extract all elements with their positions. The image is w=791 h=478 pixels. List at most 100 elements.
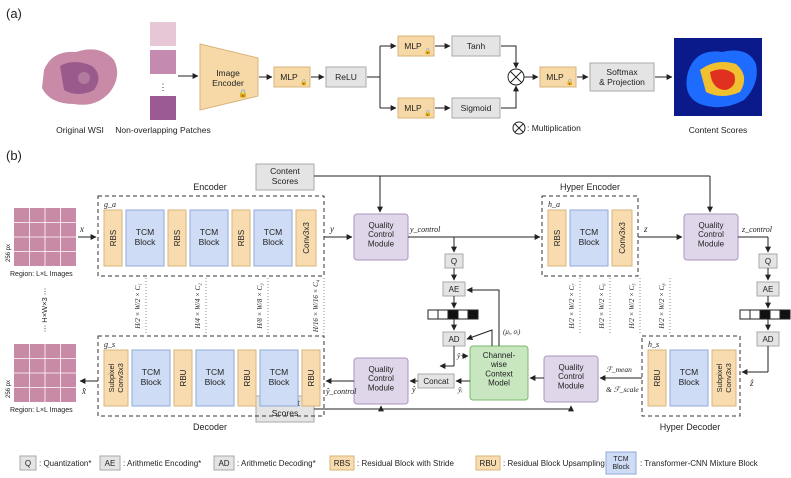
input-image-grid <box>14 208 76 266</box>
patches-caption: Non-overlapping Patches <box>115 125 210 135</box>
legend-rbu-label: : Residual Block Upsampling <box>503 459 605 468</box>
sigmoid-label: Sigmoid <box>461 103 492 113</box>
multiply-icon <box>512 121 526 135</box>
output-image-grid <box>14 344 76 402</box>
svg-text:RBU: RBU <box>243 369 252 386</box>
subpixel-conv-block: Subpixel Conv3x3 <box>103 349 129 407</box>
wsi-thumbnail <box>34 42 122 116</box>
softmax-block <box>589 62 655 92</box>
rbs-block: RBS <box>231 209 251 267</box>
lock-icon: 🔒 <box>566 78 573 86</box>
dim-label-left: H/2 × W/2 × C₁ <box>134 283 142 329</box>
mlp-label-4: MLP <box>546 72 564 82</box>
legend-q-label: : Quantization* <box>39 459 91 468</box>
lock-icon: 🔒 <box>424 47 431 55</box>
legend-q-box <box>19 455 37 471</box>
wsi-caption: Original WSI <box>56 125 104 135</box>
svg-text:RBU: RBU <box>480 459 497 468</box>
conv-block: Conv3x3 <box>611 209 633 267</box>
svg-text:RBU: RBU <box>307 369 316 386</box>
svg-text:AD: AD <box>448 335 459 344</box>
mlp-block-3 <box>397 97 435 119</box>
rbs-block: RBS <box>167 209 187 267</box>
svg-text:RBS: RBS <box>553 230 562 246</box>
svg-text:RBS: RBS <box>173 230 182 246</box>
hyper-decoder-frame <box>641 335 741 417</box>
encoder-title: Encoder <box>193 182 227 192</box>
softmax-label: Softmax& Projection <box>599 67 645 87</box>
z-hat-label: ẑ <box>749 378 754 388</box>
mu-sigma-label: (μᵢ, σᵢ) <box>503 328 521 336</box>
y-hat-control-label: ŷ_control <box>325 387 357 396</box>
svg-text:AE: AE <box>763 285 774 294</box>
region-label-top: Region: L×L Images <box>10 271 73 278</box>
z-control-label: z_control <box>741 225 773 234</box>
panel-a-label: (a) <box>6 6 22 21</box>
legend-tcm-box <box>605 451 637 475</box>
svg-text:Q: Q <box>25 459 31 468</box>
hyper-decoder-title: Hyper Decoder <box>660 422 721 432</box>
rbs-block: RBS <box>547 209 567 267</box>
dim-label-left: H/4 × W/4 × C₂ <box>194 283 202 330</box>
y-control-label: y_control <box>409 225 441 234</box>
svg-text:AD: AD <box>218 459 229 468</box>
dim-label-right: H/2 × W/2 × C₆ <box>598 283 606 330</box>
patch-stack: ⋮ <box>150 22 176 120</box>
legend-rbu-box <box>475 455 501 471</box>
dim-label-right: H/2 × W/2 × C₇ <box>568 283 576 330</box>
y-hat-label: ŷ <box>411 385 416 394</box>
rbu-block: RBU <box>301 349 321 407</box>
g-a-label: g_a <box>104 200 116 209</box>
lock-icon: 🔒 <box>424 109 431 117</box>
f-mean-label: ℱ_mean <box>606 365 632 374</box>
svg-text:Subpixel: Subpixel <box>107 363 116 392</box>
svg-text:RBS: RBS <box>109 230 118 246</box>
mlp-block-1 <box>273 66 311 88</box>
svg-text:RBU: RBU <box>653 369 662 386</box>
mlp-block-2 <box>397 35 435 57</box>
legend-ad-box <box>213 455 235 471</box>
image-encoder-block <box>199 43 259 111</box>
x-hat-label: x̂ <box>81 386 86 396</box>
tanh-label: Tanh <box>467 41 486 51</box>
svg-text:Conv3x3: Conv3x3 <box>116 363 125 393</box>
content-scores-box-top <box>255 163 315 191</box>
dim-label-right: H/2 × W/2 × C₈ <box>658 283 666 330</box>
dim-label-right: H/2 × W/2 × C₅ <box>628 283 636 330</box>
px-label-top: 256 px <box>6 244 12 262</box>
x-label: x <box>79 224 84 234</box>
content-caption: Content Scores <box>689 125 748 135</box>
mlp-label-2: MLP <box>404 41 422 51</box>
svg-text:RBS: RBS <box>237 230 246 246</box>
svg-text:AD: AD <box>762 335 773 344</box>
sigmoid-block <box>451 97 501 119</box>
svg-text:RBS: RBS <box>334 459 350 468</box>
relu-label: ReLU <box>335 72 357 82</box>
conv-block: Conv3x3 <box>295 209 317 267</box>
legend-rbs-label: : Residual Block with Stride <box>357 459 454 468</box>
decoder-title: Decoder <box>193 422 227 432</box>
legend-ae-label: : Arithmetic Encoding* <box>123 459 201 468</box>
svg-text:AE: AE <box>449 285 460 294</box>
bitstream-2 <box>739 309 791 320</box>
px-label-bottom: 256 px <box>6 380 12 398</box>
svg-text:Conv3x3: Conv3x3 <box>724 363 733 393</box>
relu-block <box>325 66 367 88</box>
lock-icon: 🔒 <box>238 89 248 98</box>
subpixel-conv-block: Subpixel Conv3x3 <box>711 349 737 407</box>
legend-ad-label: : Arithmetic Decoding* <box>237 459 316 468</box>
